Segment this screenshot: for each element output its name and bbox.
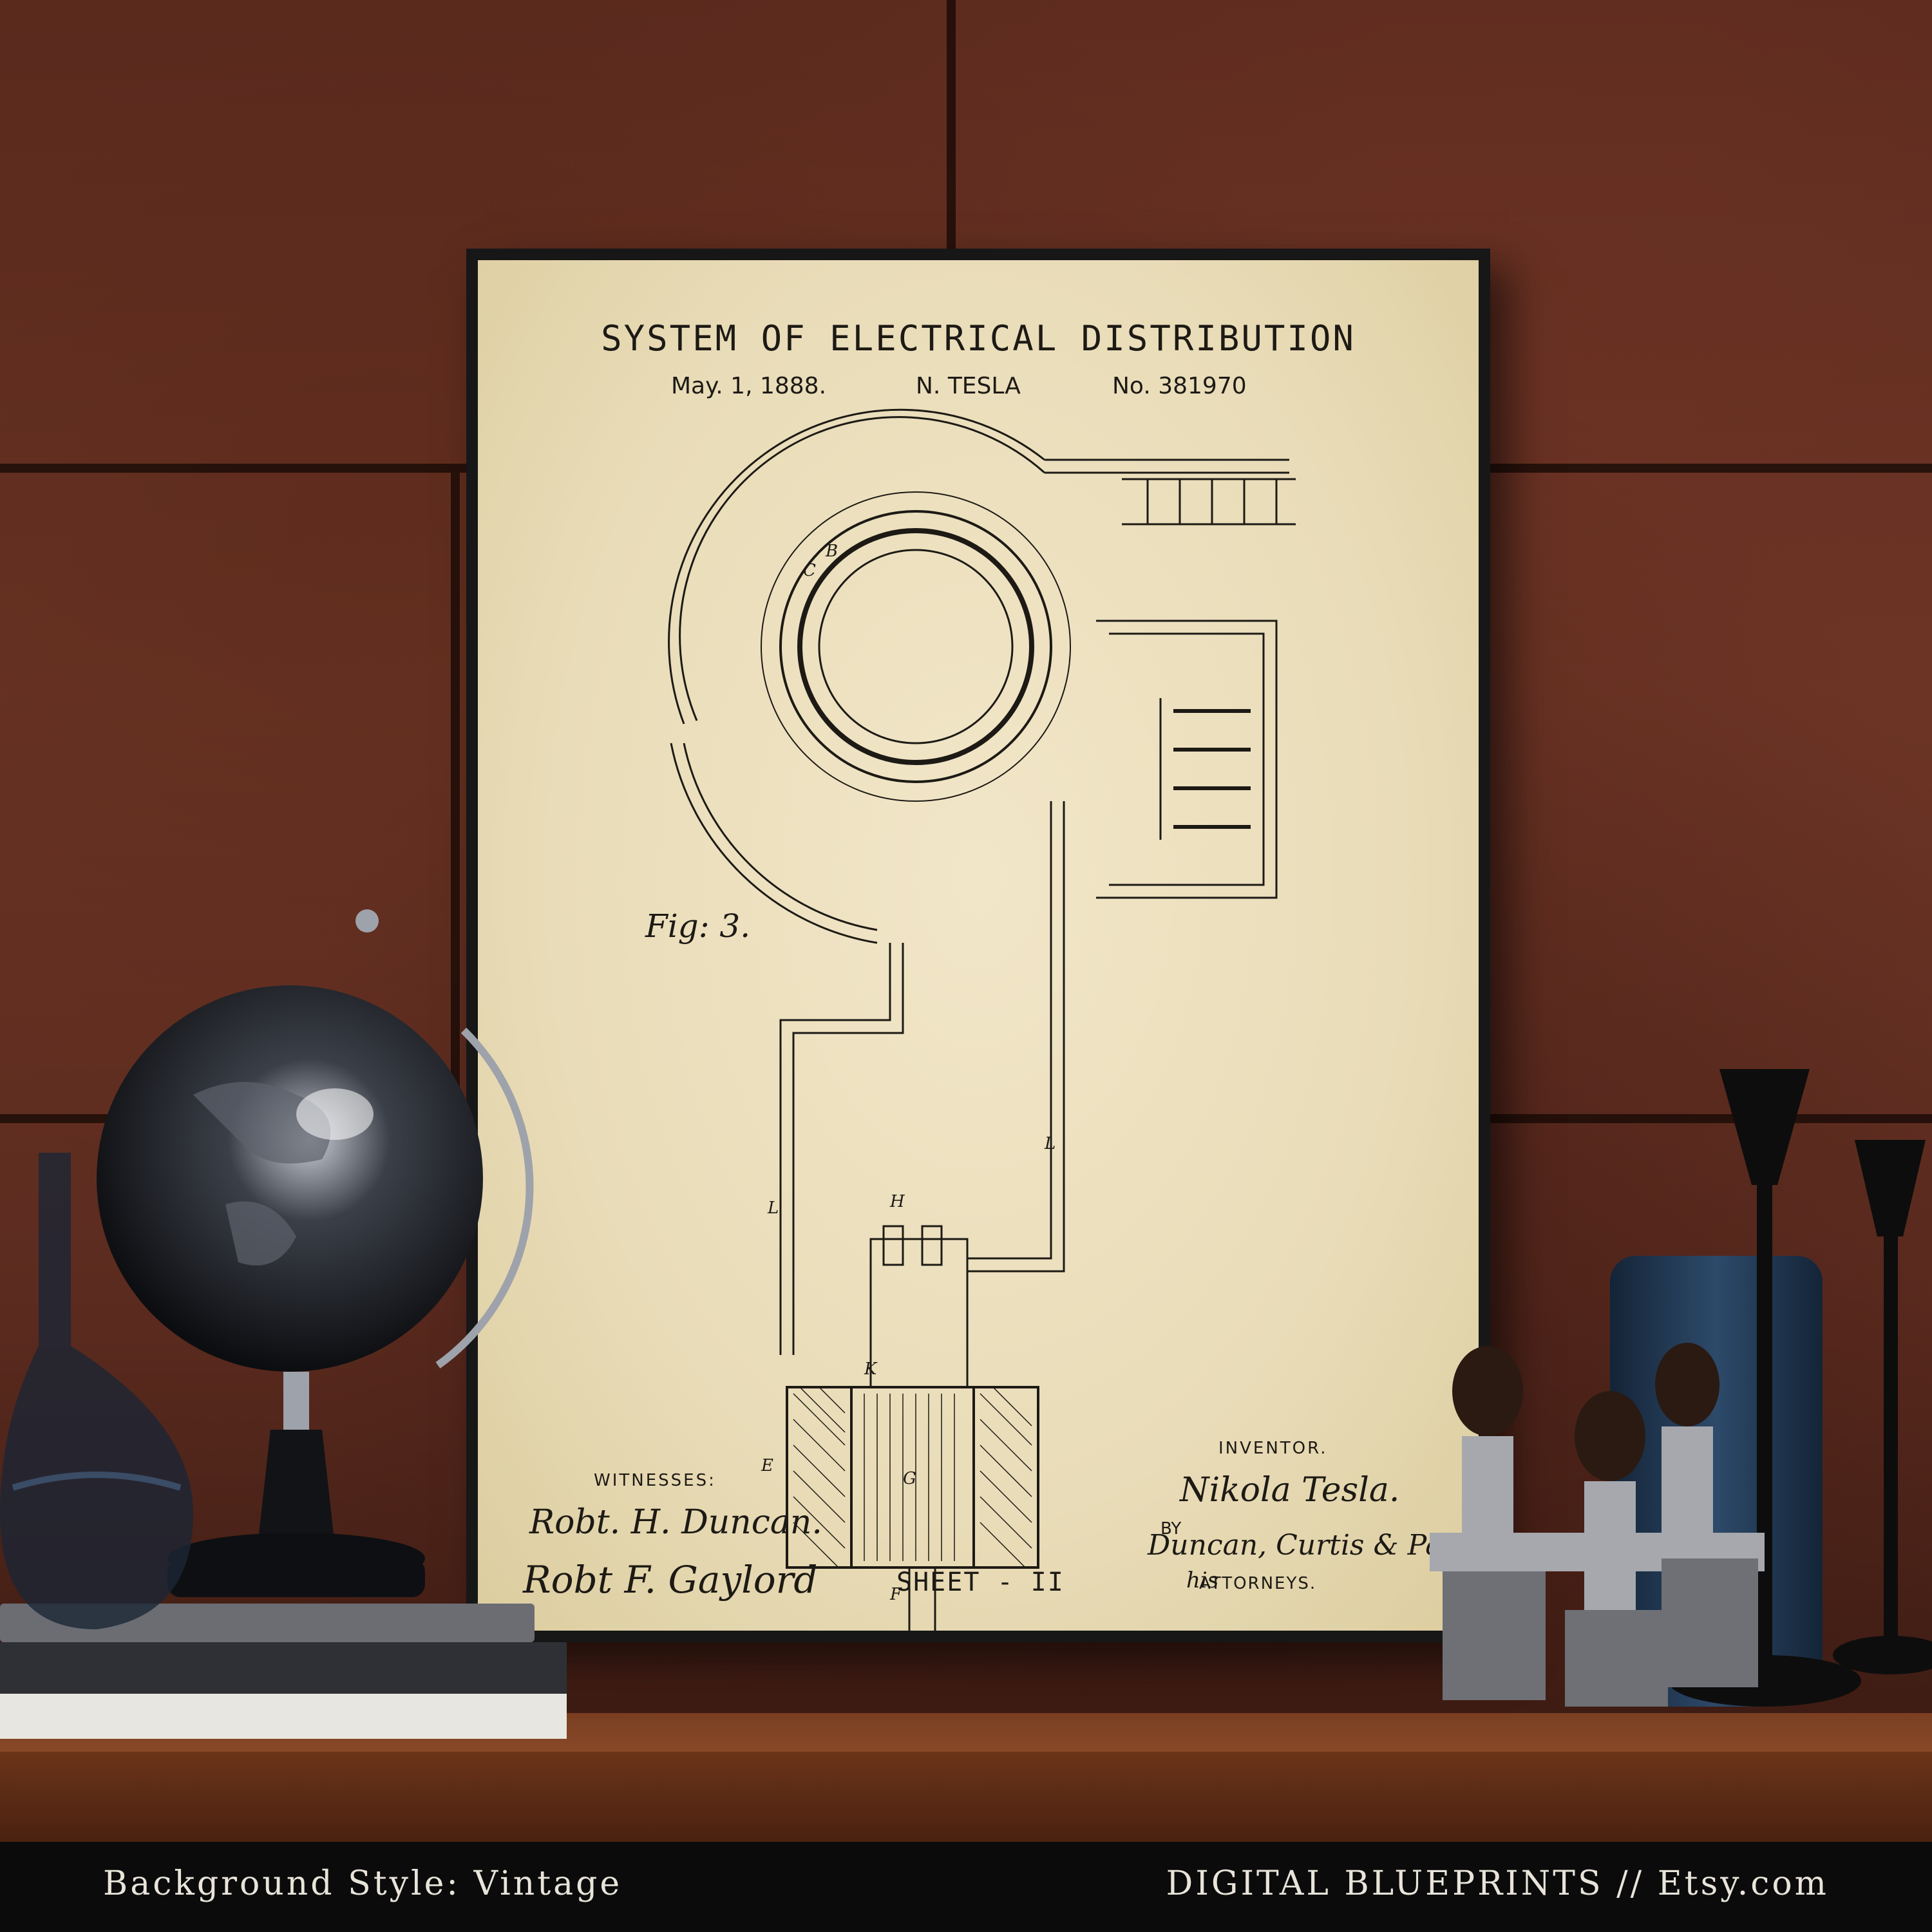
- sheet-label: SHEET - II: [896, 1567, 1065, 1597]
- globe-icon: [97, 909, 534, 1597]
- inventor-name: N. TESLA: [916, 373, 1021, 399]
- patent-poster: SYSTEM OF ELECTRICAL DISTRIBUTION May. 1…: [478, 260, 1479, 1631]
- footer-style-text: Background Style: Vintage: [103, 1864, 623, 1903]
- by-label: BY: [1160, 1519, 1182, 1539]
- figure-label: Fig: 3.: [645, 907, 751, 945]
- witnesses-label: WITNESSES:: [594, 1471, 716, 1490]
- inventor-label: INVENTOR.: [1218, 1439, 1328, 1458]
- drawing-label-L-right: L: [1044, 1134, 1056, 1153]
- his-label: his: [1186, 1567, 1219, 1593]
- poster-frame: SYSTEM OF ELECTRICAL DISTRIBUTION May. 1…: [466, 249, 1490, 1642]
- patent-drawing: C B L L H K E G F: [668, 408, 1296, 1631]
- drawing-label-H: H: [889, 1192, 905, 1211]
- drawing-label-G: G: [903, 1469, 916, 1488]
- footer-bar: [0, 1842, 1932, 1932]
- drawing-label-F: F: [889, 1585, 902, 1604]
- witness-signature-1: Robt. H. Duncan.: [529, 1503, 822, 1542]
- drawing-label-L: L: [767, 1198, 779, 1218]
- drawing-label-C: C: [803, 561, 816, 580]
- attorneys-label: ATTORNEYS.: [1199, 1574, 1317, 1593]
- drawing-label-B: B: [825, 542, 838, 561]
- book-stack: [0, 1604, 580, 1745]
- footer-brand-text: DIGITAL BLUEPRINTS // Etsy.com: [1166, 1864, 1829, 1903]
- drawing-label-E: E: [761, 1456, 773, 1475]
- witness-signature-2: Robt F. Gaylord: [523, 1558, 818, 1602]
- shelf-front-edge: [0, 1752, 1932, 1842]
- rubber-stamps-icon: [1430, 1343, 1765, 1707]
- drawing-label-K: K: [864, 1359, 878, 1379]
- wall-seam: [451, 473, 460, 1114]
- attorneys-signature: Duncan, Curtis & Page: [1148, 1529, 1477, 1562]
- inventor-signature: Nikola Tesla.: [1180, 1471, 1400, 1510]
- poster-title: SYSTEM OF ELECTRICAL DISTRIBUTION: [601, 318, 1356, 359]
- patent-date: May. 1, 1888.: [671, 373, 827, 399]
- patent-number: No. 381970: [1112, 373, 1247, 399]
- glass-flask-icon: [0, 1153, 193, 1629]
